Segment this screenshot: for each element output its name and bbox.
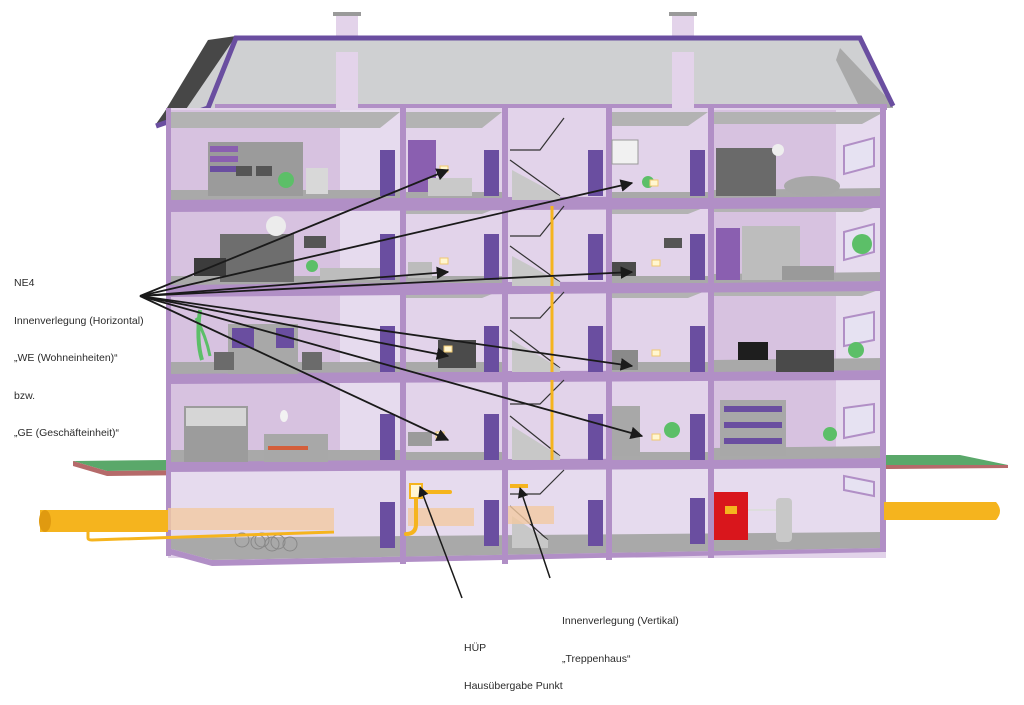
ne4-arrow [139,266,450,297]
ground-right [885,455,1008,469]
ne4-arrow [139,295,450,361]
vertical-line: Innenverlegung (Vertikal) [562,615,679,627]
ne4-line: „WE (Wohneinheiten)“ [14,352,118,364]
hup-line: Hausübergabe Punkt [464,679,563,692]
ne4-arrow [139,179,634,297]
ne4-arrow [139,168,450,297]
vertical-label: Innenverlegung (Vertikal) „Treppenhaus“ [562,590,679,678]
ne4-line: bzw. [14,389,36,402]
ne4-arrow [139,295,644,440]
hup-label: HÜP Hausübergabe Punkt [464,617,563,705]
column-walls [166,106,886,564]
fiber-cable [39,206,1000,542]
doors [380,150,705,548]
ne4-line: Innenverlegung (Horizontal) [14,314,144,327]
ne4-arrow [139,295,634,371]
building-cross-section [39,12,1008,599]
boiler [714,492,748,540]
vertical-arrow [518,487,551,579]
ne4-label: NE4 Innenverlegung (Horizontal) „WE (Woh… [14,252,144,452]
hup-line: HÜP [464,642,487,654]
ne4-arrow [139,266,634,297]
hup-box [409,483,423,499]
vertical-line: „Treppenhaus“ [562,652,631,665]
ne4-line: NE4 [14,277,35,289]
ne4-arrow [139,295,450,441]
roof [155,35,896,129]
hup-arrow [418,486,463,599]
building-diagram [39,12,1008,599]
stair-treads [512,170,560,548]
ne4-arrows [139,168,644,441]
ceilings [170,112,884,298]
ne4-line: „GE (Geschäfteinheit)“ [14,427,120,439]
